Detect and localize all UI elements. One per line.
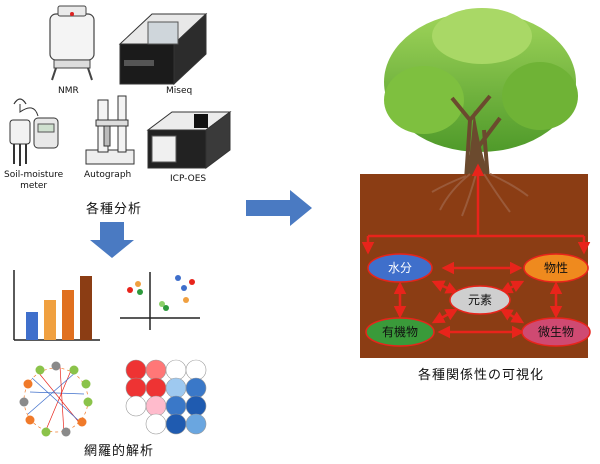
tree-illustration	[384, 8, 578, 182]
icp-oes-icon	[146, 111, 232, 169]
node-water-label: 水分	[388, 261, 412, 275]
bar-chart-icon	[13, 270, 100, 341]
scatter-plot-icon	[120, 272, 200, 330]
node-element-label: 元素	[468, 293, 492, 307]
node-property: 物性	[523, 253, 589, 283]
node-property-label: 物性	[544, 261, 568, 275]
node-organic-label: 有機物	[382, 324, 418, 339]
soil-moisture-meter-icon	[9, 98, 59, 166]
miseq-icon	[118, 12, 208, 86]
soil-moisture-meter-label: Soil-moisture meter	[4, 170, 64, 191]
node-microbe-label: 微生物	[538, 325, 574, 339]
node-organic: 有機物	[365, 317, 435, 347]
to-relations-arrow	[246, 190, 312, 226]
autograph-label: Autograph	[84, 170, 132, 180]
relations-caption: 各種関係性の可視化	[418, 368, 545, 383]
heatmap-icon	[125, 359, 207, 435]
network-graph-icon	[19, 361, 93, 437]
relation-arrows	[361, 163, 591, 339]
comprehensive-analysis-caption: 網羅的解析	[84, 444, 155, 459]
autograph-icon	[85, 95, 135, 165]
nmr-icon	[49, 5, 95, 81]
node-element: 元素	[449, 285, 511, 315]
analysis-caption: 各種分析	[86, 202, 143, 217]
node-water: 水分	[367, 253, 433, 283]
tree-roots	[431, 173, 529, 217]
nmr-label: NMR	[58, 86, 79, 96]
miseq-label: Miseq	[166, 86, 193, 96]
analysis-down-arrow	[90, 222, 134, 258]
icp-oes-label: ICP-OES	[170, 174, 207, 184]
node-microbe: 微生物	[521, 317, 591, 347]
